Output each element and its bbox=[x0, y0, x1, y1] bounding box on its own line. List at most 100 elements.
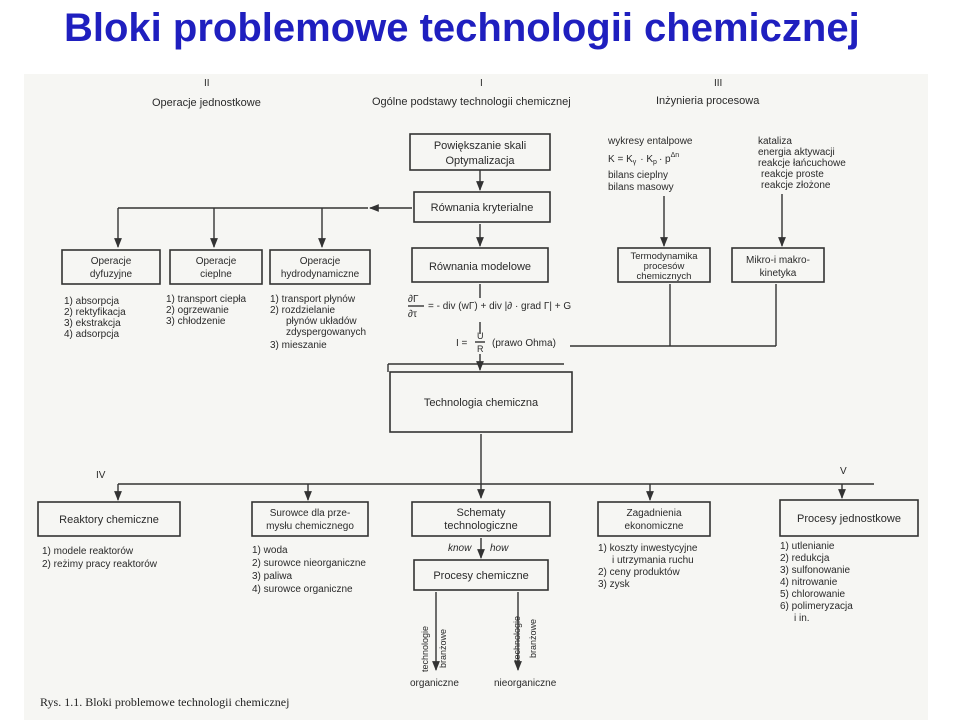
svg-text:(prawo Ohma): (prawo Ohma) bbox=[492, 338, 556, 349]
raw-materials-box bbox=[251, 501, 369, 537]
roman-I: I bbox=[480, 78, 483, 89]
branch-label-inorganic: technologie branżowe bbox=[512, 616, 538, 662]
svg-text:1) koszty inwestycyjne: 1) koszty inwestycyjne bbox=[598, 543, 698, 554]
hydro-ops-line2: hydrodynamiczne bbox=[281, 269, 360, 280]
svg-text:technologie: technologie bbox=[420, 626, 430, 672]
how-label: how bbox=[490, 543, 509, 554]
svg-text:1) transport ciepła: 1) transport ciepła bbox=[166, 294, 246, 305]
enthalpy-charts-text: wykresy entalpowe bbox=[607, 136, 693, 147]
kinetics-line2: kinetyka bbox=[760, 268, 797, 279]
svg-text:2) ogrzewanie: 2) ogrzewanie bbox=[166, 305, 229, 316]
chemical-reactors-box bbox=[37, 501, 181, 537]
optimization-label: Optymalizacja bbox=[445, 155, 515, 167]
heat-ops-line2: cieplne bbox=[200, 269, 232, 280]
svg-text:4) adsorpcja: 4) adsorpcja bbox=[64, 329, 119, 340]
organic-label: organiczne bbox=[410, 678, 459, 689]
svg-text:I =: I = bbox=[456, 338, 468, 349]
activation-energy-text: energia aktywacji bbox=[758, 147, 835, 158]
svg-text:i in.: i in. bbox=[794, 613, 810, 624]
thermo-line2: procesów bbox=[644, 261, 685, 272]
svg-text:i utrzymania ruchu: i utrzymania ruchu bbox=[612, 555, 694, 566]
svg-text:1) modele reaktorów: 1) modele reaktorów bbox=[42, 546, 134, 557]
svg-text:3) mieszanie: 3) mieszanie bbox=[270, 340, 327, 351]
svg-text:płynów układów: płynów układów bbox=[286, 316, 357, 327]
process-schemes-box bbox=[411, 501, 551, 537]
model-equations-box bbox=[411, 247, 549, 283]
know-label: know bbox=[448, 543, 472, 554]
raw-materials-line2: mysłu chemicznego bbox=[266, 521, 354, 532]
catalysis-text: kataliza bbox=[758, 136, 792, 147]
header-unit-operations: Operacje jednostkowe bbox=[152, 97, 261, 109]
heat-list: 1) transport ciepła 2) ogrzewanie 3) chł… bbox=[166, 294, 246, 327]
heat-operations-box bbox=[169, 249, 263, 285]
roman-V: V bbox=[840, 466, 847, 477]
mass-balance-text: bilans masowy bbox=[608, 182, 674, 193]
svg-text:U: U bbox=[477, 331, 484, 341]
thermo-line1: Termodynamika bbox=[630, 251, 698, 262]
scale-up-label: Powiększanie skali bbox=[434, 140, 526, 152]
svg-text:∂τ: ∂τ bbox=[408, 309, 417, 320]
branch-label-organic: technologie branżowe bbox=[420, 626, 448, 672]
model-equations-label: Równania modelowe bbox=[429, 261, 531, 273]
thermodynamics-box bbox=[617, 247, 711, 283]
svg-text:3) zysk: 3) zysk bbox=[598, 579, 631, 590]
svg-text:2) rektyfikacja: 2) rektyfikacja bbox=[64, 307, 126, 318]
inorganic-label: nieorganiczne bbox=[494, 678, 557, 689]
economic-line1: Zagadnienia bbox=[626, 508, 681, 519]
criteria-equations-box bbox=[413, 191, 551, 223]
process-schemes-line2: technologiczne bbox=[444, 520, 517, 532]
svg-text:3) chłodzenie: 3) chłodzenie bbox=[166, 316, 226, 327]
raw-materials-line1: Surowce dla prze- bbox=[270, 508, 351, 519]
svg-text:technologie: technologie bbox=[512, 616, 522, 662]
simple-reactions-text: reakcje proste bbox=[761, 169, 824, 180]
complex-reactions-text: reakcje złożone bbox=[761, 180, 831, 191]
process-schemes-line1: Schematy bbox=[457, 507, 506, 519]
svg-text:2) surowce nieorganiczne: 2) surowce nieorganiczne bbox=[252, 558, 366, 569]
hydro-ops-line1: Operacje bbox=[300, 256, 341, 267]
svg-text:= - div (wΓ) + div |∂ · grad Γ: = - div (wΓ) + div |∂ · grad Γ| + G bbox=[428, 301, 571, 312]
svg-text:2) rozdzielanie: 2) rozdzielanie bbox=[270, 305, 335, 316]
balance-equation: ∂Γ ∂τ = - div (wΓ) + div |∂ · grad Γ| + … bbox=[408, 294, 571, 320]
slide-title: Bloki problemowe technologii chemicznej bbox=[64, 6, 860, 50]
diffusion-ops-line1: Operacje bbox=[91, 256, 132, 267]
unit-processes-label: Procesy jednostkowe bbox=[797, 513, 901, 525]
svg-text:branżowe: branżowe bbox=[528, 619, 538, 658]
heat-ops-line1: Operacje bbox=[196, 256, 237, 267]
svg-text:1) woda: 1) woda bbox=[252, 545, 288, 556]
svg-text:5) chlorowanie: 5) chlorowanie bbox=[780, 589, 845, 600]
raw-materials-list: 1) woda 2) surowce nieorganiczne 3) pali… bbox=[252, 545, 366, 595]
svg-text:branżowe: branżowe bbox=[438, 629, 448, 668]
thermo-line3: chemicznych bbox=[637, 271, 692, 282]
svg-text:∂Γ: ∂Γ bbox=[408, 294, 419, 305]
unit-processes-box bbox=[779, 499, 919, 537]
criteria-equations-label: Równania kryterialne bbox=[431, 202, 534, 214]
svg-text:1) utlenianie: 1) utlenianie bbox=[780, 541, 835, 552]
header-process-engineering: Inżynieria procesowa bbox=[656, 95, 760, 107]
chemical-reactors-label: Reaktory chemiczne bbox=[59, 514, 159, 526]
svg-text:2) reżimy pracy reaktorów: 2) reżimy pracy reaktorów bbox=[42, 559, 158, 570]
unit-processes-list: 1) utlenianie 2) redukcja 3) sulfonowani… bbox=[780, 541, 853, 624]
scale-up-box bbox=[409, 133, 551, 171]
svg-text:3) paliwa: 3) paliwa bbox=[252, 571, 292, 582]
kinetics-box bbox=[731, 247, 825, 283]
reactor-list: 1) modele reaktorów 2) reżimy pracy reak… bbox=[42, 546, 158, 570]
diffusion-list: 1) absorpcja 2) rektyfikacja 3) ekstrakc… bbox=[64, 296, 126, 340]
chemical-technology-box bbox=[389, 371, 573, 433]
scanned-figure: II I III Operacje jednostkowe Ogólne pod… bbox=[24, 74, 928, 720]
header-general-foundations: Ogólne podstawy technologii chemicznej bbox=[372, 96, 571, 108]
svg-text:R: R bbox=[477, 344, 484, 354]
hydro-list: 1) transport płynów 2) rozdzielanie płyn… bbox=[270, 294, 366, 351]
roman-IV: IV bbox=[96, 470, 106, 481]
svg-text:4) nitrowanie: 4) nitrowanie bbox=[780, 577, 838, 588]
svg-text:2) redukcja: 2) redukcja bbox=[780, 553, 830, 564]
economic-issues-box bbox=[597, 501, 711, 537]
svg-text:2) ceny produktów: 2) ceny produktów bbox=[598, 567, 680, 578]
diffusion-operations-box bbox=[61, 249, 161, 285]
roman-II: II bbox=[204, 78, 210, 89]
svg-text:3) ekstrakcja: 3) ekstrakcja bbox=[64, 318, 121, 329]
economic-line2: ekonomiczne bbox=[625, 521, 684, 532]
svg-text:6) polimeryzacja: 6) polimeryzacja bbox=[780, 601, 853, 612]
ohm-law: I = U R (prawo Ohma) bbox=[456, 331, 556, 354]
svg-text:4) surowce organiczne: 4) surowce organiczne bbox=[252, 584, 353, 595]
chemical-technology-label: Technologia chemiczna bbox=[424, 397, 539, 409]
